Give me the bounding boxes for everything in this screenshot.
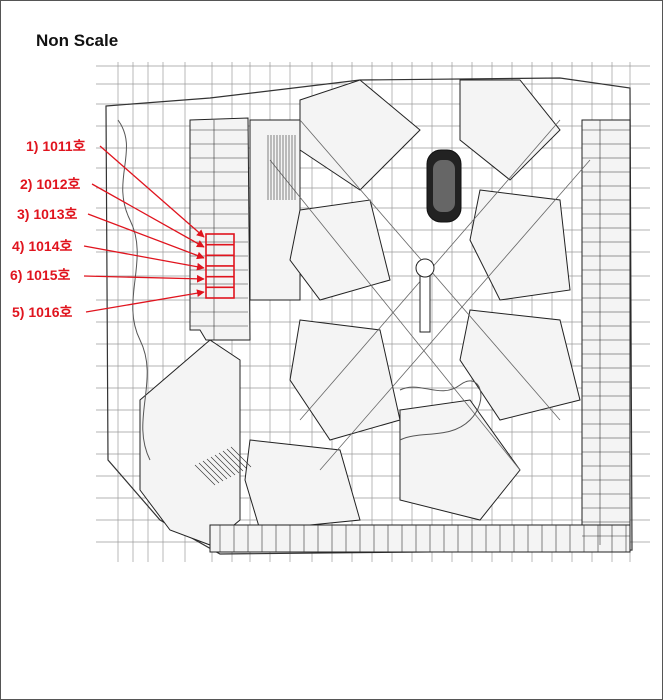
sports-field-inner [433, 160, 455, 212]
south-diagonal-block [399, 399, 521, 521]
south-right-block [459, 309, 581, 421]
hatch-line [226, 448, 248, 470]
unit-label-1012: 2) 1012호 [20, 176, 81, 192]
unit-label-1016: 5) 1016호 [12, 304, 73, 320]
center-left-block [289, 199, 391, 301]
unit-label-1014: 4) 1014호 [12, 238, 73, 254]
highlighted-units [205, 233, 235, 299]
landscape-path [117, 119, 151, 461]
leader-arrow-2 [91, 183, 205, 248]
fountain [415, 258, 435, 278]
east-diagonal-block [469, 189, 571, 301]
hatch-line [210, 456, 232, 478]
plaza-diagonal [269, 159, 521, 471]
leader-arrow-6 [85, 289, 205, 313]
garden-path [399, 380, 482, 441]
leader-arrow-4 [83, 245, 205, 271]
unit-label-1011: 1) 1011호 [26, 138, 86, 154]
hatch-line [222, 450, 244, 472]
leader-arrow-1 [99, 145, 205, 238]
hatch-line [202, 460, 224, 482]
hatch-line [214, 454, 236, 476]
hatched-parking [194, 135, 296, 486]
south-center-block [244, 439, 361, 531]
north-diagonal-block-b [459, 79, 561, 181]
unit-label-1013: 3) 1013호 [17, 206, 78, 222]
building-blocks [139, 79, 631, 553]
east-building [581, 119, 631, 546]
north-west-building [249, 119, 301, 301]
leader-arrow-5 [83, 274, 205, 283]
hatch-line [206, 458, 228, 480]
leader-arrows [83, 145, 205, 313]
unit-label-1015: 6) 1015호 [10, 267, 71, 283]
north-diagonal-block-a [299, 79, 421, 191]
hatch-line [194, 464, 216, 486]
west-building [189, 117, 251, 341]
south-left-block [289, 319, 401, 441]
leader-arrow-3 [87, 213, 205, 260]
hatch-line [230, 446, 252, 468]
hatch-line [198, 462, 220, 484]
site-boundary [105, 77, 633, 555]
page-title: Non Scale [36, 31, 119, 50]
south-retail-strip [209, 524, 631, 553]
hatch-line [218, 452, 240, 474]
plaza-diagonal [319, 159, 591, 471]
